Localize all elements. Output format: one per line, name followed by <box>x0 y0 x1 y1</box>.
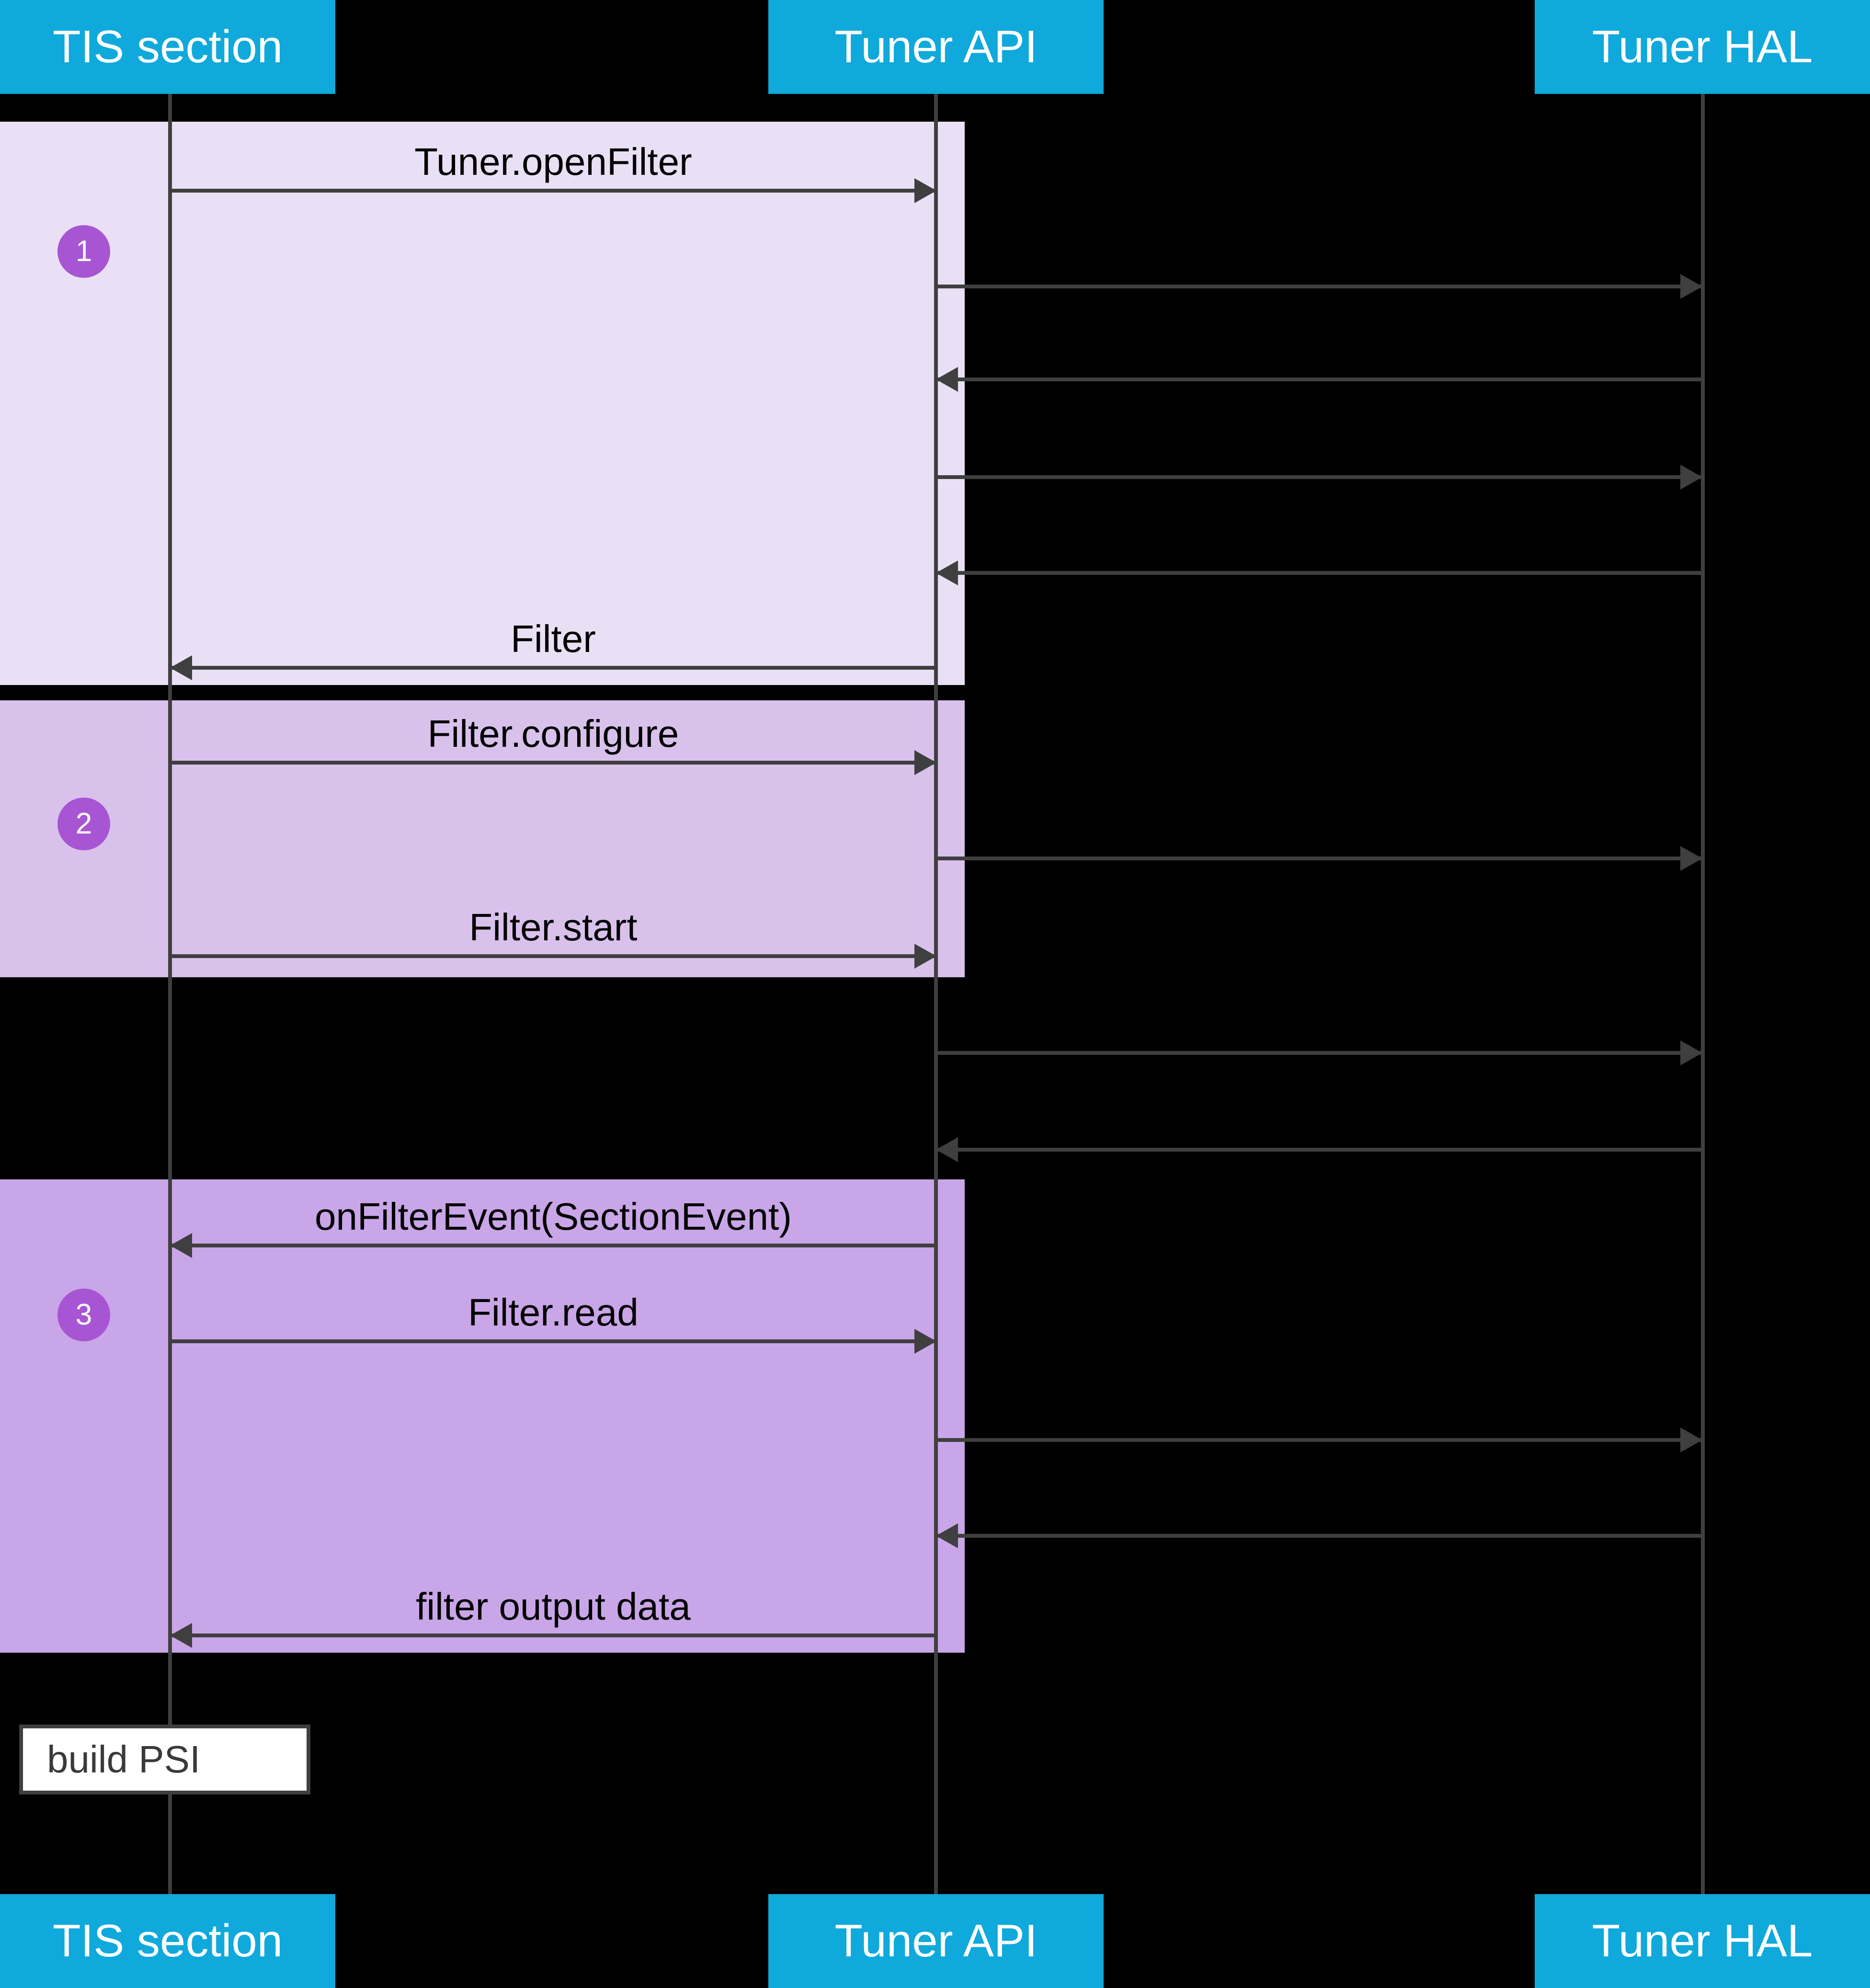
arrowhead-right-icon <box>914 178 936 203</box>
arrowhead-right-icon <box>1680 465 1702 490</box>
message-label: filter output data <box>416 1585 691 1628</box>
lifeline-tuner-api <box>934 93 938 1894</box>
arrowhead-right-icon <box>1680 846 1702 871</box>
arrowhead-right-icon <box>914 944 936 969</box>
step-band-2 <box>0 700 965 977</box>
message-line <box>936 377 1702 381</box>
step-badge-3-label: 3 <box>75 1298 92 1331</box>
arrowhead-left-icon <box>170 655 192 680</box>
step-badge-2: 2 <box>57 798 110 850</box>
arrowhead-right-icon <box>1680 274 1702 299</box>
arrowhead-left-icon <box>170 1623 192 1648</box>
message-label: onFilterEvent(SectionEvent) <box>314 1195 792 1238</box>
arrowhead-left-icon <box>936 560 958 585</box>
arrowhead-left-icon <box>936 1523 958 1548</box>
arrowhead-right-icon <box>1680 1428 1702 1452</box>
arrowhead-left-icon <box>170 1233 192 1258</box>
arrowhead-left-icon <box>936 367 958 392</box>
message-line <box>170 1634 936 1637</box>
step-band-3 <box>0 1179 965 1653</box>
message-line <box>936 1534 1702 1538</box>
arrowhead-left-icon <box>936 1137 958 1162</box>
message-label: Filter.read <box>468 1291 639 1334</box>
message-line <box>936 285 1702 288</box>
participant-footer-tuner-hal: Tuner HAL <box>1535 1894 1870 1988</box>
note-build-psi-label: build PSI <box>47 1738 201 1781</box>
message-line <box>170 1244 936 1247</box>
participant-footer-tuner-api-label: Tuner API <box>834 1915 1038 1966</box>
message-line <box>170 954 936 958</box>
lifeline-tuner-hal <box>1701 93 1705 1894</box>
participant-header-tuner-api: Tuner API <box>768 0 1104 94</box>
message-line <box>170 666 936 670</box>
participant-footer-tuner-api: Tuner API <box>768 1894 1104 1988</box>
step-badge-1: 1 <box>57 225 110 278</box>
participant-footer-tuner-hal-label: Tuner HAL <box>1592 1915 1813 1966</box>
arrowhead-right-icon <box>914 1329 936 1354</box>
message-line <box>936 857 1702 860</box>
participant-header-tuner-api-label: Tuner API <box>834 21 1038 72</box>
step-badge-3: 3 <box>57 1289 110 1341</box>
arrowhead-right-icon <box>914 750 936 775</box>
message-line <box>936 1148 1702 1152</box>
message-label: Filter.configure <box>427 712 679 755</box>
arrowhead-right-icon <box>1680 1040 1702 1065</box>
message-line <box>936 1051 1702 1055</box>
message-line <box>170 189 936 193</box>
step-badge-2-label: 2 <box>75 807 92 840</box>
message-line <box>936 475 1702 479</box>
message-line <box>936 571 1702 575</box>
message-line <box>936 1438 1702 1442</box>
step-badge-1-label: 1 <box>75 235 92 268</box>
step-band-1 <box>0 122 965 685</box>
participant-footer-tis-section-label: TIS section <box>52 1915 283 1966</box>
participant-header-tuner-hal: Tuner HAL <box>1535 0 1870 94</box>
message-label: Tuner.openFilter <box>414 140 692 183</box>
participant-footer-tis-section: TIS section <box>0 1894 335 1988</box>
participant-header-tis-section-label: TIS section <box>52 21 283 72</box>
participant-header-tis-section: TIS section <box>0 0 335 94</box>
message-label: Filter.start <box>469 906 638 948</box>
lifeline-tis-section <box>168 93 172 1894</box>
participant-header-tuner-hal-label: Tuner HAL <box>1592 21 1813 72</box>
note-build-psi: build PSI <box>19 1725 310 1794</box>
message-line <box>170 1339 936 1343</box>
message-label: Filter <box>511 617 596 660</box>
message-line <box>170 761 936 765</box>
